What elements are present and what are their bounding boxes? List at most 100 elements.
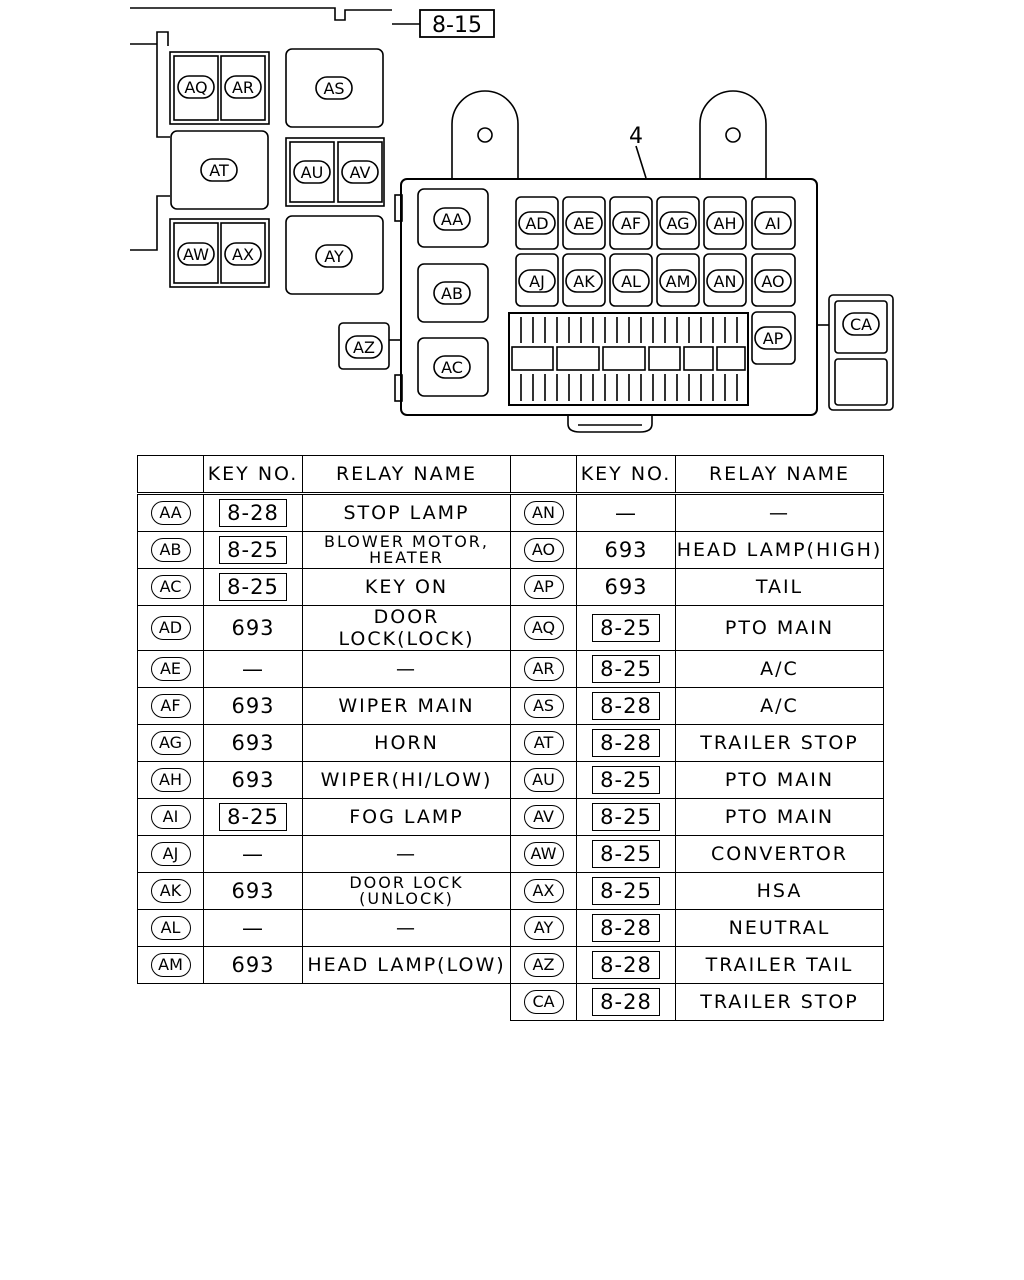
relay-code-badge: CA [523,990,564,1014]
relay-label-text: AE [573,214,594,233]
left-relay-name-cell: DOOR LOCK(UNLOCK) [302,872,511,910]
relay-label-ax: AX [224,242,262,266]
right-key-cell: 8-28 [576,983,676,1021]
right-relay-name-cell: TRAILER STOP [675,724,884,762]
relay-name: — [769,502,790,524]
relay-label-oval [565,269,603,293]
right-key-cell: 8-25 [576,835,676,873]
main-fuse-box [394,90,818,433]
header-key-left: KEY NO. [203,455,303,495]
right-code-cell: AT [510,724,577,762]
key-number: 693 [231,768,275,792]
relay-label-ad: AD [518,211,556,235]
relay-label-text: AC [441,358,463,377]
relay-name: HORN [374,732,439,754]
relay-label-text: AV [350,163,371,182]
relay-label-au: AU [293,160,331,184]
fuse-strip-top-ticks [520,317,738,343]
relay-code-badge: AF [150,694,191,718]
relay-name: A/C [760,695,799,717]
key-number: 8-28 [592,951,660,979]
header-code-left [137,455,204,495]
right-code-cell: AP [510,568,577,606]
header-name-left: RELAY NAME [302,455,511,495]
table-header-row: KEY NO. RELAY NAME KEY NO. RELAY NAME [137,455,884,495]
relay-code-badge: AK [150,879,191,903]
relay-name-line-2: HEATER [369,548,444,567]
relay-label-text: AF [621,214,641,233]
right-key-cell: 8-25 [576,798,676,836]
relay-label-ay: AY [315,244,353,268]
relay-name: WIPER(HI/LOW) [320,769,493,791]
key-number: 8-28 [219,499,287,527]
header-key-right: KEY NO. [576,455,676,495]
key-number: 8-25 [592,803,660,831]
relay-label-ab: AB [433,281,471,305]
top-harness-line [130,7,420,25]
empty-cell [303,984,511,1021]
key-number: 693 [231,879,275,903]
callout-number: 4 [629,124,643,149]
relay-code-badge: AW [523,842,564,866]
right-relay-name-cell: A/C [675,650,884,688]
relay-label-oval [565,211,603,235]
relay-label-text: AT [209,161,229,180]
relay-label-av: AV [341,160,379,184]
left-key-cell: 693 [203,872,303,910]
relay-code-badge: AJ [150,842,191,866]
relay-name-line-2: (UNLOCK) [359,889,454,908]
relay-label-text: AY [324,247,344,266]
relay-label-oval [433,207,471,231]
relay-label-text: AJ [529,272,545,291]
relay-label-oval [706,269,744,293]
relay-label-ao: AO [754,269,792,293]
relay-label-text: AM [666,272,691,291]
relay-code-badge: AO [523,538,564,562]
relay-name: — [396,917,417,939]
left-relay-name-cell: — [302,835,511,873]
right-key-cell: 693 [576,531,676,569]
relay-label-oval [341,160,379,184]
relay-label-text: AU [301,163,324,182]
right-code-cell: AY [510,909,577,947]
relay-label-text: AO [761,272,784,291]
right-key-cell: 8-28 [576,724,676,762]
left-key-cell: 8-25 [203,568,303,606]
key-number: 8-25 [592,840,660,868]
relay-name: NEUTRAL [728,917,831,939]
right-relay-name-cell: NEUTRAL [675,909,884,947]
relay-name: HSA [756,880,803,902]
fuse-strip-bottom-ticks [520,374,738,401]
relay-label-oval [842,312,880,336]
key-number: 8-25 [592,766,660,794]
header-code-right [510,455,577,495]
relay-label-ar: AR [224,75,262,99]
relay-label-ap: AP [754,326,792,350]
left-code-cell: AJ [137,835,204,873]
relay-label-text: AB [441,284,463,303]
empty-cell [204,984,303,1021]
relay-name: KEY ON [364,576,449,598]
right-code-cell: AR [510,650,577,688]
relay-name: TRAILER STOP [700,991,859,1013]
key-number: 693 [231,616,275,640]
relay-label-ah: AH [706,211,744,235]
right-key-cell: 8-25 [576,872,676,910]
right-key-cell: 8-25 [576,605,676,651]
key-number: 8-25 [219,536,287,564]
relay-label-oval [659,269,697,293]
right-code-cell: AW [510,835,577,873]
az-relay-body [338,322,390,370]
key-number: 8-28 [592,988,660,1016]
left-relay-name-cell: STOP LAMP [302,493,511,532]
right-key-cell: 8-28 [576,946,676,984]
